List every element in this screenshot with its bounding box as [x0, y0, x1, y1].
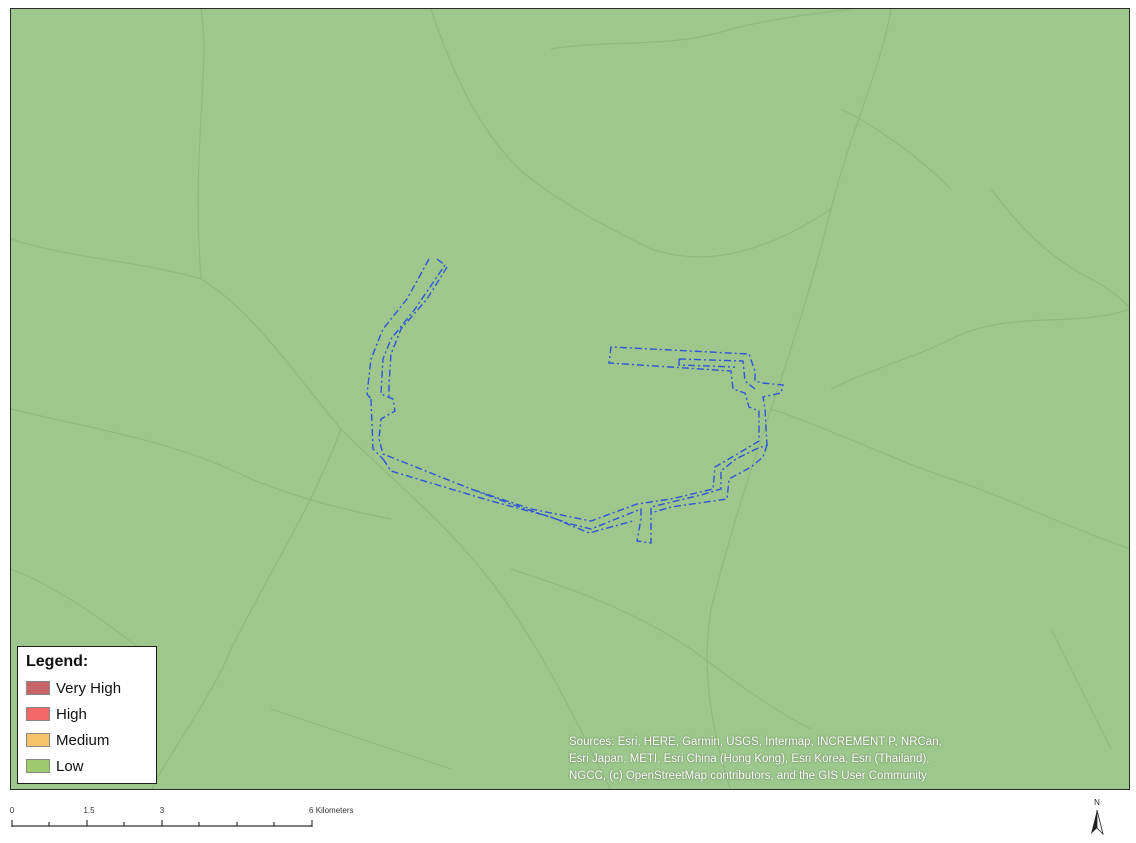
- legend-item-high: High: [26, 701, 148, 727]
- legend-item-very-high: Very High: [26, 675, 148, 701]
- legend-swatch-low: [26, 759, 50, 773]
- legend-label: Low: [56, 757, 84, 775]
- legend-label: High: [56, 705, 87, 723]
- legend-label: Medium: [56, 731, 110, 749]
- scale-label-1-5: 1.5: [83, 806, 95, 815]
- terrain-lines: [11, 9, 1129, 789]
- credits-line-1: Sources: Esri, HERE, Garmin, USGS, Inter…: [569, 736, 942, 748]
- scale-label-6: 6 Kilometers: [309, 806, 353, 815]
- legend-swatch-high: [26, 707, 50, 721]
- credits-line-2: Esri Japan, METI, Esri China (Hong Kong)…: [569, 753, 930, 765]
- scale-label-0: 0: [9, 806, 15, 815]
- legend-title: Legend:: [26, 653, 89, 670]
- map-frame[interactable]: Legend: Very High High Medium Low Source…: [10, 8, 1130, 790]
- scale-label-3: 3: [159, 806, 165, 815]
- scale-unit: Kilometers: [315, 806, 354, 815]
- scale-bar: 0 1.5 3 6 Kilometers: [10, 800, 430, 836]
- north-label: N: [1094, 798, 1100, 807]
- scale-value-6: 6: [309, 806, 314, 815]
- legend-swatch-medium: [26, 733, 50, 747]
- legend-swatch-very-high: [26, 681, 50, 695]
- legend-item-medium: Medium: [26, 727, 148, 753]
- legend-item-low: Low: [26, 753, 148, 779]
- legend-label: Very High: [56, 679, 122, 697]
- north-arrow-icon: [1091, 809, 1104, 836]
- north-arrow: N: [1082, 798, 1112, 838]
- legend: Legend: Very High High Medium Low: [17, 646, 157, 784]
- boundary-outline: [366, 258, 784, 544]
- basemap[interactable]: [11, 9, 1130, 790]
- credits-line-3: NGCC, (c) OpenStreetMap contributors, an…: [569, 770, 927, 782]
- map-credits: Sources: Esri, HERE, Garmin, USGS, Inter…: [569, 734, 1114, 785]
- scale-bar-graphic: [11, 820, 313, 827]
